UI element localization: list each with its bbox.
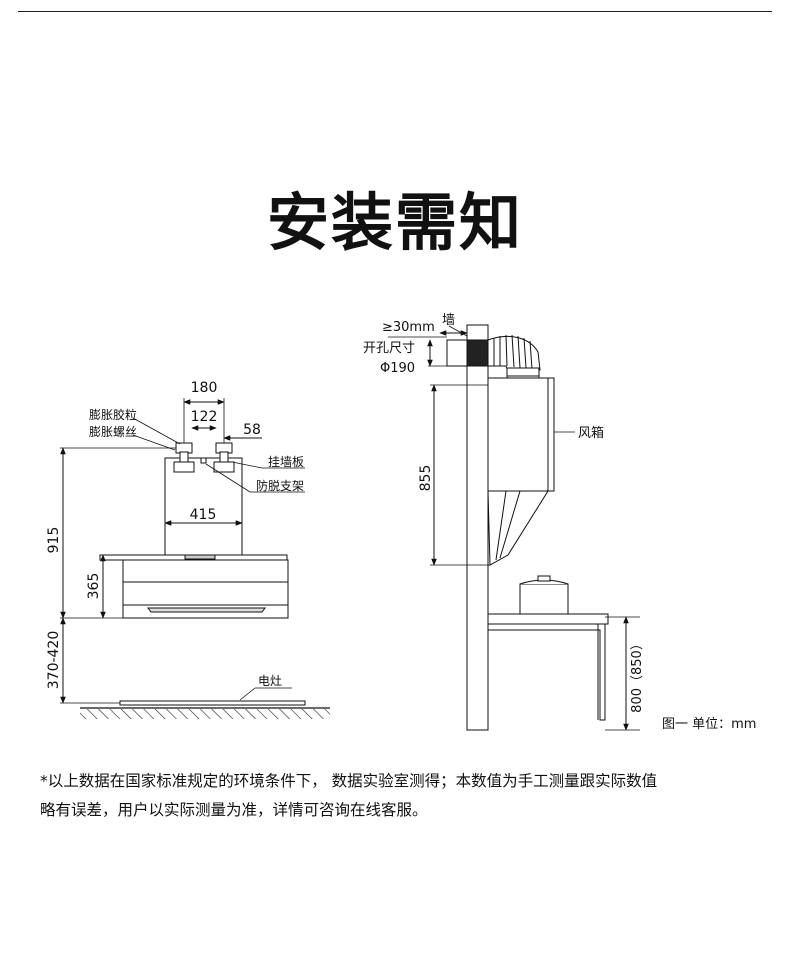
pot [519, 575, 569, 615]
dim-370-420: 370-420 [46, 631, 62, 690]
dim-58: 58 [243, 422, 261, 438]
chimney-cover [164, 457, 243, 556]
label-wall: 墙 [442, 313, 455, 328]
figure-caption: 图一 单位：mm [662, 717, 756, 732]
dim-122: 122 [191, 409, 218, 425]
floor-hatch [80, 709, 330, 719]
dim-800-850: 800（850） [630, 637, 645, 713]
stove [119, 700, 306, 706]
label-stove: 电灶 [258, 674, 282, 688]
top-divider [18, 11, 772, 12]
side-view [388, 324, 640, 731]
front-view-labels: 180 122 58 415 915 365 370-420 膨胀胶粒 膨胀螺丝… [46, 380, 304, 689]
page-title: 安装需知 [266, 186, 523, 259]
wall [466, 324, 489, 731]
dim-915: 915 [46, 527, 62, 554]
label-expansion-screw: 膨胀螺丝 [89, 425, 137, 439]
dim-415: 415 [190, 507, 217, 523]
note-line-1: *以上数据在国家标准规定的环境条件下， 数据实验室测得；本数值为手工测量跟实际数… [40, 772, 658, 790]
counter-top [487, 613, 609, 625]
dim-190: Φ190 [380, 361, 415, 376]
dim-855: 855 [418, 465, 434, 492]
label-hole-size: 开孔尺寸 [363, 341, 415, 356]
dim-30mm: ≥30mm [382, 320, 435, 335]
label-fan-box: 风箱 [578, 425, 604, 441]
label-anti-drop-bracket: 防脱支架 [256, 478, 304, 493]
dim-365: 365 [86, 573, 102, 600]
label-wall-plate: 挂墙板 [268, 455, 304, 469]
front-view [60, 398, 330, 719]
dim-180: 180 [191, 380, 218, 396]
disclaimer-note: *以上数据在国家标准规定的环境条件下， 数据实验室测得；本数值为手工测量跟实际数… [40, 767, 770, 825]
note-line-2: 略有误差，用户以实际测量为准，详情可咨询在线客服。 [40, 801, 428, 819]
side-view-labels: 墙 ≥30mm 开孔尺寸 Φ190 风箱 855 800（850） 图一 单位：… [363, 313, 756, 732]
fan-box [487, 377, 555, 492]
label-expansion-anchor: 膨胀胶粒 [89, 407, 137, 422]
